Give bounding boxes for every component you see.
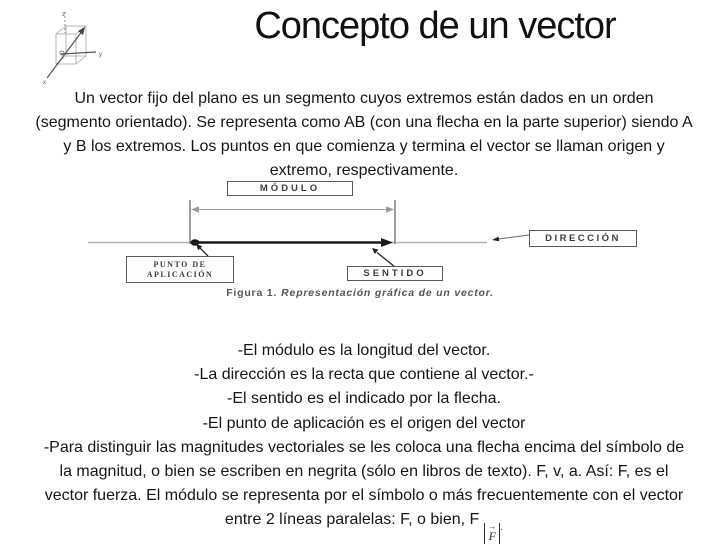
figure-caption-number: Figura 1.: [226, 287, 278, 299]
x-axis-label: x: [43, 80, 46, 86]
z-axis-label: z: [62, 12, 65, 18]
sentido-label: SENTIDO: [363, 268, 427, 279]
punto-aplicacion-label-box: PUNTO DE APLICACIÓN: [126, 256, 234, 283]
text-line: Un vector fijo del plano es un segmento …: [74, 90, 654, 107]
cuboid-wireframe: [55, 25, 87, 65]
vector-diagram: [88, 200, 530, 268]
intro-paragraph: Un vector fijo del plano es un segmento …: [0, 87, 728, 183]
text-line-with-formula: entre 2 líneas paralelas: F, o bien, F→F…: [0, 508, 728, 544]
modulo-measure-arrow: [191, 206, 394, 213]
modulo-label: MÓDULO: [259, 183, 321, 194]
text-line: vector fuerza. El módulo se representa p…: [44, 487, 684, 505]
text-line: y B los extremos. Los puntos en que comi…: [63, 138, 665, 155]
vector-arrowhead: [78, 27, 85, 35]
punto-label-line2: APLICACIÓN: [146, 269, 214, 279]
punto-callout-arrow: [196, 244, 209, 257]
punto-label-line1: PUNTO DE: [153, 259, 207, 269]
text-line: -Para distinguir las magnitudes vectoria…: [43, 438, 685, 456]
direccion-label-box: DIRECCIÓN: [529, 230, 637, 247]
y-axis-line: [60, 51, 97, 55]
direccion-label: DIRECCIÓN: [545, 233, 621, 244]
bullet-list: -El módulo es la longitud del vector. -L…: [0, 339, 728, 544]
modulo-label-box: MÓDULO: [227, 181, 353, 196]
vector-magnitude-formula: →F: [484, 522, 501, 544]
figure-caption: Figura 1.Representación gráfica de un ve…: [80, 287, 640, 299]
page-title: Concepto de un vector: [254, 5, 616, 47]
bullet-direccion: -La dirección es la recta que contiene a…: [194, 366, 534, 384]
bullet-sentido: -El sentido es el indicado por la flecha…: [227, 390, 501, 408]
direccion-callout-arrow: [492, 234, 530, 242]
figure-caption-text: Representación gráfica de un vector.: [281, 287, 494, 299]
origin-marker: [59, 50, 65, 56]
vector-figure: MÓDULO DIRECCIÓN PUNTO DE APLICACIÓN SEN…: [80, 178, 640, 306]
sentido-label-box: SENTIDO: [347, 266, 443, 281]
formula-arrow-glyph: →: [488, 522, 497, 532]
text-line: extremo, respectivamente.: [269, 162, 459, 179]
3d-axes-icon: z y x: [43, 12, 102, 86]
bullet-punto: -El punto de aplicación es el origen del…: [202, 414, 526, 432]
last-line-prefix: entre 2 líneas paralelas: F, o bien, F: [224, 511, 480, 529]
formula-period: .: [500, 522, 504, 534]
text-line: (segmento orientado). Se representa como…: [35, 114, 693, 131]
formula-letter: F: [488, 529, 496, 544]
bullet-modulo: -El módulo es la longitud del vector.: [237, 342, 491, 359]
text-line: la magnitud, o bien se escriben en negri…: [59, 463, 669, 481]
y-axis-label: y: [99, 52, 102, 58]
sentido-callout-arrow: [372, 248, 396, 268]
vector-segment: [190, 238, 393, 247]
x-axis-and-vector-line: [46, 29, 84, 79]
